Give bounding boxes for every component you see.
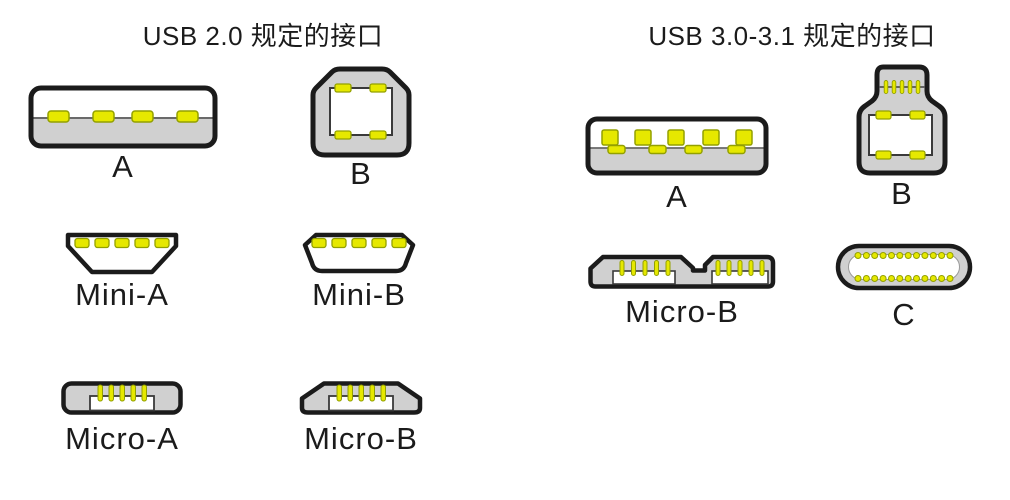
usb3-micro-b-connector: Micro-B — [585, 253, 779, 329]
usb2-mini-b-connector: Mini-B — [301, 232, 417, 312]
usb2-type-b-graphic — [310, 66, 412, 158]
usb2-type-a-graphic — [28, 85, 218, 149]
usb2-micro-b-graphic — [299, 381, 423, 415]
connector-label: Mini-B — [312, 277, 406, 312]
usb2-mini-a-graphic — [65, 232, 179, 275]
connector-label: A — [112, 149, 134, 184]
usb3-section-title: USB 3.0-3.1 规定的接口 — [648, 21, 936, 51]
connector-label: B — [350, 156, 372, 191]
usb2-micro-b-connector: Micro-B — [299, 381, 423, 456]
connector-label: Mini-A — [75, 277, 169, 312]
usb3-type-c-connector: C — [835, 243, 973, 332]
connector-label: C — [892, 297, 916, 332]
usb2-section-title: USB 2.0 规定的接口 — [142, 21, 384, 51]
usb2-micro-a-connector: Micro-A — [61, 381, 183, 456]
usb2-micro-a-graphic — [61, 381, 183, 415]
usb3-type-b-graphic — [856, 64, 948, 176]
connector-label: Micro-B — [625, 294, 739, 329]
usb3-type-a-connector: A — [585, 116, 769, 214]
usb3-type-b-connector: B — [855, 64, 949, 211]
usb3-type-a-graphic — [585, 116, 769, 176]
usb2-mini-a-connector: Mini-A — [64, 232, 180, 312]
usb2-mini-b-graphic — [302, 232, 416, 274]
connector-label: Micro-A — [65, 421, 179, 456]
usb2-type-b-connector: B — [310, 66, 412, 191]
connector-label: B — [891, 176, 913, 211]
connector-label: A — [666, 179, 688, 214]
usb2-type-a-connector: A — [28, 85, 218, 184]
connector-label: Micro-B — [304, 421, 418, 456]
usb3-micro-b-graphic — [588, 254, 776, 289]
usb3-type-c-graphic — [835, 243, 973, 291]
